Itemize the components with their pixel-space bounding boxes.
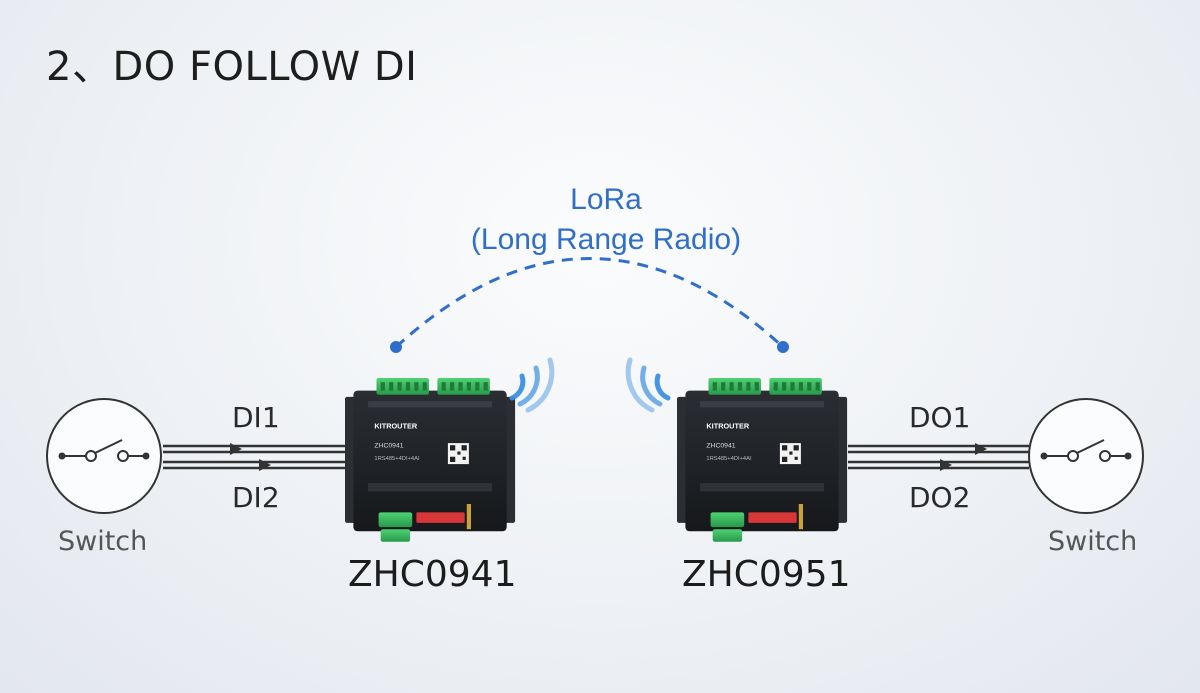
arrow-icon-di1	[230, 443, 242, 455]
device-left: KITROUTER ZHC0941 1RS485+4DI+4AI	[345, 378, 516, 542]
device-left-panel-model: ZHC0941	[374, 442, 403, 449]
di-signal-lines	[163, 444, 345, 470]
do-signal-lines	[848, 444, 1029, 470]
lora-subtitle: (Long Range Radio)	[470, 223, 742, 256]
device-right: KITROUTER ZHC0941 1RS485+4DI+4AI	[677, 378, 848, 542]
switch-icon-right	[1028, 398, 1144, 514]
lora-link-arc	[394, 257, 785, 349]
lora-endpoint-right	[777, 341, 789, 353]
device-left-panel-spec: 1RS485+4DI+4AI	[374, 456, 420, 462]
device-right-panel-model: ZHC0941	[706, 442, 735, 449]
switch-label-right: Switch	[1048, 526, 1138, 557]
device-model-left: ZHC0941	[348, 554, 517, 595]
signal-label-do1: DO1	[909, 401, 971, 434]
signal-label-di1: DI1	[232, 401, 280, 434]
signal-label-di2: DI2	[232, 481, 280, 514]
lora-endpoint-left	[390, 341, 402, 353]
page-title: 2、DO FOLLOW DI	[46, 44, 418, 90]
switch-icon-left	[46, 398, 162, 514]
signal-label-do2: DO2	[909, 481, 971, 514]
device-right-panel-spec: 1RS485+4DI+4AI	[706, 456, 752, 462]
radio-wave-icon-right	[625, 357, 671, 413]
radio-wave-icon-left	[509, 357, 555, 413]
device-left-brand: KITROUTER	[374, 421, 417, 430]
lora-label: LoRa	[570, 183, 642, 216]
device-right-brand: KITROUTER	[706, 421, 749, 430]
device-model-right: ZHC0951	[682, 554, 851, 595]
switch-label-left: Switch	[58, 526, 148, 557]
arrow-icon-do1	[975, 443, 987, 455]
arrow-icon-do2	[940, 459, 952, 471]
arrow-icon-di2	[259, 459, 271, 471]
